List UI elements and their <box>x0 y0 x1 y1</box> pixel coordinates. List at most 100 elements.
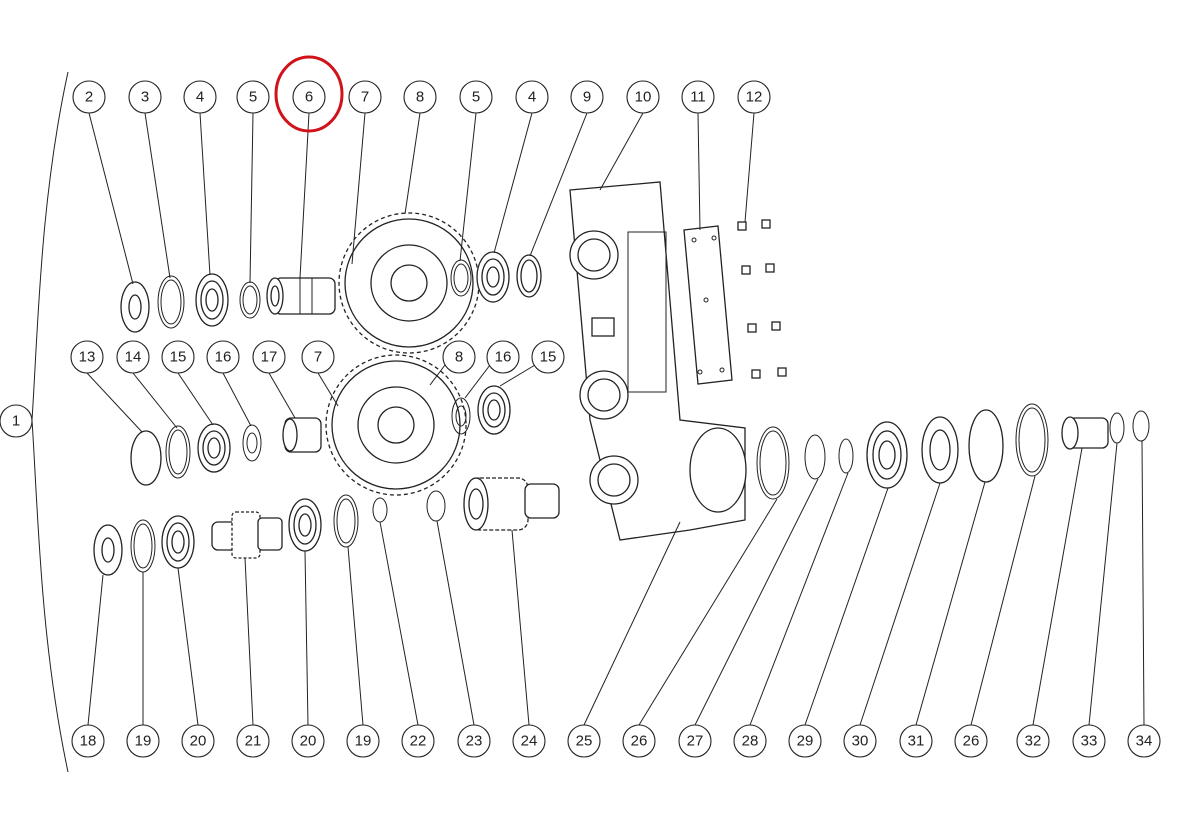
bubble-top-9: 9 <box>570 80 604 114</box>
bubble-label: 9 <box>583 89 591 106</box>
bubble-mid-7: 7 <box>301 340 335 374</box>
bubble-label: 7 <box>314 349 322 366</box>
part-31-shim <box>968 409 1004 483</box>
bubble-label: 30 <box>852 733 869 750</box>
bubble-bot-34: 34 <box>1127 724 1161 758</box>
bubble-bot-24: 24 <box>512 724 546 758</box>
part-22-small-ring <box>372 497 388 523</box>
part-10-gearbox-housing <box>569 181 747 541</box>
part-17-hub <box>282 417 322 453</box>
part-5-spacer-ring <box>239 281 261 319</box>
part-8-gear-top <box>338 212 480 354</box>
bubble-mid-16: 16 <box>206 340 240 374</box>
bubble-bot-23: 23 <box>457 724 491 758</box>
bubble-bot-19b: 19 <box>346 724 380 758</box>
bubble-bot-29: 29 <box>788 724 822 758</box>
leader-lines <box>86 112 1145 726</box>
part-14-snap-ring <box>165 425 191 479</box>
part-23-ring <box>426 490 446 522</box>
part-15-bearing-right <box>477 385 511 435</box>
bubble-label: 17 <box>261 349 278 366</box>
bubble-label: 8 <box>416 89 424 106</box>
bubble-label: 2 <box>85 89 93 106</box>
bubble-label: 8 <box>455 349 463 366</box>
part-26-oring-right <box>1015 403 1049 477</box>
bubble-bot-30: 30 <box>843 724 877 758</box>
bubble-label: 4 <box>196 89 204 106</box>
bubble-top-10: 10 <box>626 80 660 114</box>
part-11-cover-plate <box>683 225 733 385</box>
bubble-label: 16 <box>215 349 232 366</box>
bubble-top-5: 5 <box>236 80 270 114</box>
bubble-bot-26b: 26 <box>954 724 988 758</box>
part-24-splined-coupling <box>463 477 560 531</box>
bubble-label: 13 <box>79 349 96 366</box>
bubble-bot-22: 22 <box>401 724 435 758</box>
part-12-bolts <box>737 219 787 379</box>
bubble-mid-15b: 15 <box>531 340 565 374</box>
bubble-label: 33 <box>1081 733 1098 750</box>
bubble-top-6: 6 <box>292 80 326 114</box>
part-16-spacer <box>242 424 262 462</box>
bubble-label: 22 <box>410 733 427 750</box>
bubble-mid-16b: 16 <box>486 340 520 374</box>
bubble-bot-32: 32 <box>1016 724 1050 758</box>
bubble-bot-19: 19 <box>126 724 160 758</box>
bubble-label: 20 <box>300 733 317 750</box>
part-3-snap-ring <box>157 275 185 329</box>
bubble-bot-28: 28 <box>733 724 767 758</box>
part-6-splined-sleeve <box>266 277 336 315</box>
bubble-top-5b: 5 <box>459 80 493 114</box>
part-5-spacer-ring-right <box>450 259 472 297</box>
part-30-seal <box>921 416 959 484</box>
part-16-spacer-right <box>451 397 471 435</box>
bubble-label: 25 <box>576 733 593 750</box>
bubble-mid-15: 15 <box>161 340 195 374</box>
part-2-washer <box>120 281 150 333</box>
part-34-snap-ring <box>1132 410 1150 442</box>
bubble-mid-17: 17 <box>252 340 286 374</box>
part-27-ring <box>804 434 826 480</box>
bubble-top-2: 2 <box>72 80 106 114</box>
part-15-bearing <box>197 423 231 473</box>
bubble-label: 31 <box>908 733 925 750</box>
bubble-label: 5 <box>472 89 480 106</box>
bubble-label: 29 <box>797 733 814 750</box>
part-19-snap-ring-right <box>333 494 359 548</box>
bubble-label: 3 <box>141 89 149 106</box>
part-9-seal-ring <box>516 254 542 298</box>
assembly-brace <box>31 71 69 773</box>
bubble-top-3: 3 <box>128 80 162 114</box>
bubble-bot-20b: 20 <box>291 724 325 758</box>
bubble-bot-25: 25 <box>567 724 601 758</box>
bubble-top-4b: 4 <box>515 80 549 114</box>
bubble-assembly: 1 <box>0 404 33 438</box>
bubble-label: 5 <box>249 89 257 106</box>
bubble-label: 26 <box>963 733 980 750</box>
bubble-bot-33: 33 <box>1072 724 1106 758</box>
bubble-label: 10 <box>635 89 652 106</box>
part-20-bearing-right <box>288 498 322 552</box>
bubble-label: 21 <box>245 733 262 750</box>
part-21-pinion-shaft <box>211 511 283 559</box>
part-28-snap-ring <box>838 438 854 474</box>
part-32-flange <box>1061 416 1109 450</box>
bubble-label: 1 <box>12 413 20 430</box>
bubble-label: 15 <box>540 349 557 366</box>
bubble-label: 23 <box>466 733 483 750</box>
bubble-top-7: 7 <box>348 80 382 114</box>
bubble-label: 12 <box>746 89 763 106</box>
bubble-bot-26: 26 <box>622 724 656 758</box>
bubble-bot-18: 18 <box>71 724 105 758</box>
bubble-mid-8: 8 <box>442 340 476 374</box>
bubble-label: 28 <box>742 733 759 750</box>
part-4-bearing-right <box>476 251 510 303</box>
part-33-ring <box>1109 412 1125 444</box>
part-18-washer <box>93 524 123 576</box>
part-29-bearing <box>866 421 908 489</box>
bubble-top-8: 8 <box>403 80 437 114</box>
highlight-ring <box>274 55 344 133</box>
bubble-bot-31: 31 <box>899 724 933 758</box>
part-20-bearing <box>161 515 195 569</box>
